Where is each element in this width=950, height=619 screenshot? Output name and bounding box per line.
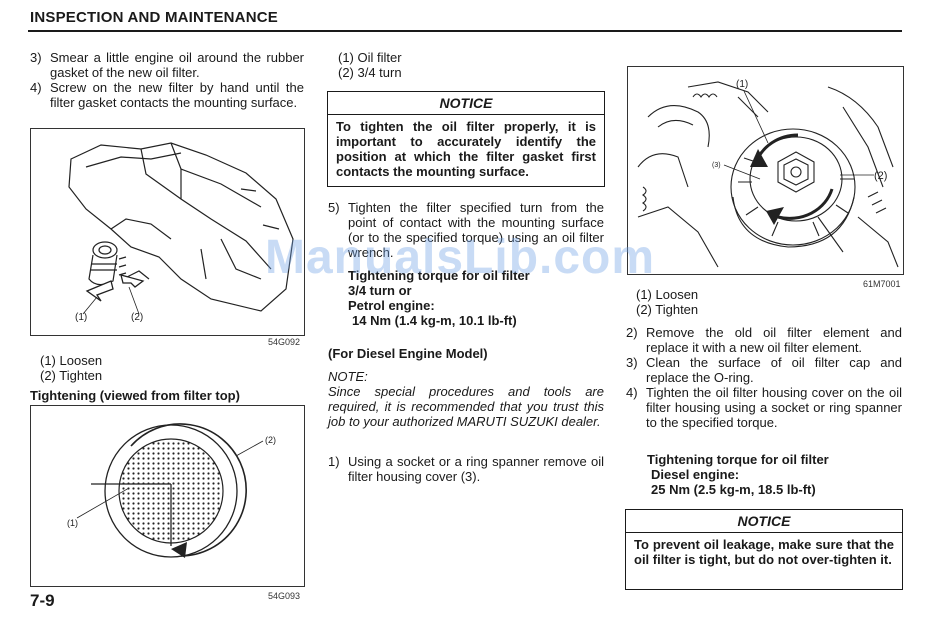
torque-heading: Tightening torque for oil filter bbox=[647, 452, 829, 467]
torque-line-value: 25 Nm (2.5 kg-m, 18.5 lb-ft) bbox=[651, 482, 816, 497]
col1-steps: 3) Smear a little engine oil around the … bbox=[30, 50, 304, 110]
notice-box-tighten: NOTICE To tighten the oil filter properl… bbox=[327, 91, 605, 187]
step-1-remove-cover: 1) Using a socket or a ring spanner remo… bbox=[328, 454, 604, 484]
subheading-tightening-top-view: Tightening (viewed from filter top) bbox=[30, 388, 240, 403]
legend-oil-filter: (1) Oil filter bbox=[338, 50, 402, 65]
diesel-torque-spec: Tightening torque for oil filter Diesel … bbox=[647, 452, 902, 497]
torque-line-petrol: Petrol engine: bbox=[348, 298, 435, 313]
notice-box-leakage: NOTICE To prevent oil leakage, make sure… bbox=[625, 509, 903, 590]
fig1-label-1: (1) bbox=[75, 312, 87, 323]
col2-step-1: 1) Using a socket or a ring spanner remo… bbox=[328, 454, 604, 484]
torque-line-diesel: Diesel engine: bbox=[651, 467, 740, 482]
fig1-legend: (1) Loosen (2) Tighten bbox=[40, 353, 102, 383]
step-text: Screw on the new filter by hand until th… bbox=[50, 80, 304, 110]
header-rule bbox=[28, 30, 902, 32]
step-text: Tighten the oil filter housing cover on … bbox=[646, 385, 902, 430]
step-text: Using a socket or a ring spanner remove … bbox=[348, 454, 604, 484]
step-3-smear-oil: 3) Smear a little engine oil around the … bbox=[30, 50, 304, 80]
page-number: 7-9 bbox=[30, 591, 55, 610]
step-number: 4) bbox=[626, 385, 638, 400]
fig3-code: 61M7001 bbox=[863, 279, 901, 289]
notice-title: NOTICE bbox=[328, 92, 604, 115]
engine-filter-illustration: (1) (2) bbox=[68, 142, 294, 323]
figure-filter-top-view: (1) (2) bbox=[30, 405, 305, 587]
fig3-label-2: (2) bbox=[874, 170, 887, 182]
torque-line-turn: 3/4 turn or bbox=[348, 283, 412, 298]
notice-body: To prevent oil leakage, make sure that t… bbox=[634, 537, 894, 567]
fig2-code: 54G093 bbox=[268, 591, 301, 601]
step-text: Tighten the filter specified turn from t… bbox=[348, 200, 604, 260]
fig3-label-3: (3) bbox=[712, 162, 721, 169]
col2-step-5: 5) Tighten the filter specified turn fro… bbox=[328, 200, 604, 260]
step-text: Clean the surface of oil filter cap and … bbox=[646, 355, 902, 385]
diesel-heading: (For Diesel Engine Model) bbox=[328, 346, 488, 361]
step-4-screw-filter: 4) Screw on the new filter by hand until… bbox=[30, 80, 304, 110]
step-number: 2) bbox=[626, 325, 638, 340]
fig1-label-2: (2) bbox=[131, 312, 143, 323]
figure-engine-filter: (1) (2) bbox=[30, 128, 305, 336]
col2-legend: (1) Oil filter (2) 3/4 turn bbox=[338, 50, 402, 80]
note-block: NOTE: Since special procedures and tools… bbox=[328, 369, 604, 429]
step-2-remove-element: 2) Remove the old oil filter element and… bbox=[626, 325, 902, 355]
figure-diesel-filter-housing: (1) (2) (3) bbox=[627, 66, 904, 275]
legend-loosen: (1) Loosen bbox=[40, 353, 103, 368]
step-text: Smear a little engine oil around the rub… bbox=[50, 50, 304, 80]
torque-heading: Tightening torque for oil filter bbox=[348, 268, 530, 283]
torque-line-value: 14 Nm (1.4 kg-m, 10.1 lb-ft) bbox=[352, 313, 517, 328]
filter-top-illustration: (1) (2) bbox=[67, 423, 276, 558]
legend-loosen: (1) Loosen bbox=[636, 287, 699, 302]
page-header-title: INSPECTION AND MAINTENANCE bbox=[30, 9, 278, 26]
step-text: Remove the old oil filter element and re… bbox=[646, 325, 902, 355]
fig1-code: 54G092 bbox=[268, 337, 301, 347]
col3-steps: 2) Remove the old oil filter element and… bbox=[626, 325, 902, 430]
legend-tighten: (2) Tighten bbox=[40, 368, 103, 383]
diesel-filter-illustration: (1) (2) (3) bbox=[637, 79, 899, 268]
step-number: 1) bbox=[328, 454, 340, 469]
step-number: 3) bbox=[626, 355, 638, 370]
note-label: NOTE: bbox=[328, 369, 368, 384]
note-text: Since special procedures and tools are r… bbox=[328, 384, 604, 429]
notice-title: NOTICE bbox=[626, 510, 902, 533]
legend-tighten: (2) Tighten bbox=[636, 302, 699, 317]
step-4-tighten-cover: 4) Tighten the oil filter housing cover … bbox=[626, 385, 902, 430]
step-5-tighten: 5) Tighten the filter specified turn fro… bbox=[328, 200, 604, 260]
step-3-clean-cap: 3) Clean the surface of oil filter cap a… bbox=[626, 355, 902, 385]
step-number: 3) bbox=[30, 50, 42, 65]
legend-three-quarter-turn: (2) 3/4 turn bbox=[338, 65, 402, 80]
fig2-label-1: (1) bbox=[67, 518, 78, 528]
step-number: 5) bbox=[328, 200, 340, 215]
step-number: 4) bbox=[30, 80, 42, 95]
col3-legend: (1) Loosen (2) Tighten bbox=[636, 287, 698, 317]
fig3-label-1: (1) bbox=[736, 79, 748, 90]
notice-body: To tighten the oil filter properly, it i… bbox=[336, 119, 596, 179]
petrol-torque-spec: Tightening torque for oil filter 3/4 tur… bbox=[348, 268, 604, 328]
fig2-label-2: (2) bbox=[265, 435, 276, 445]
